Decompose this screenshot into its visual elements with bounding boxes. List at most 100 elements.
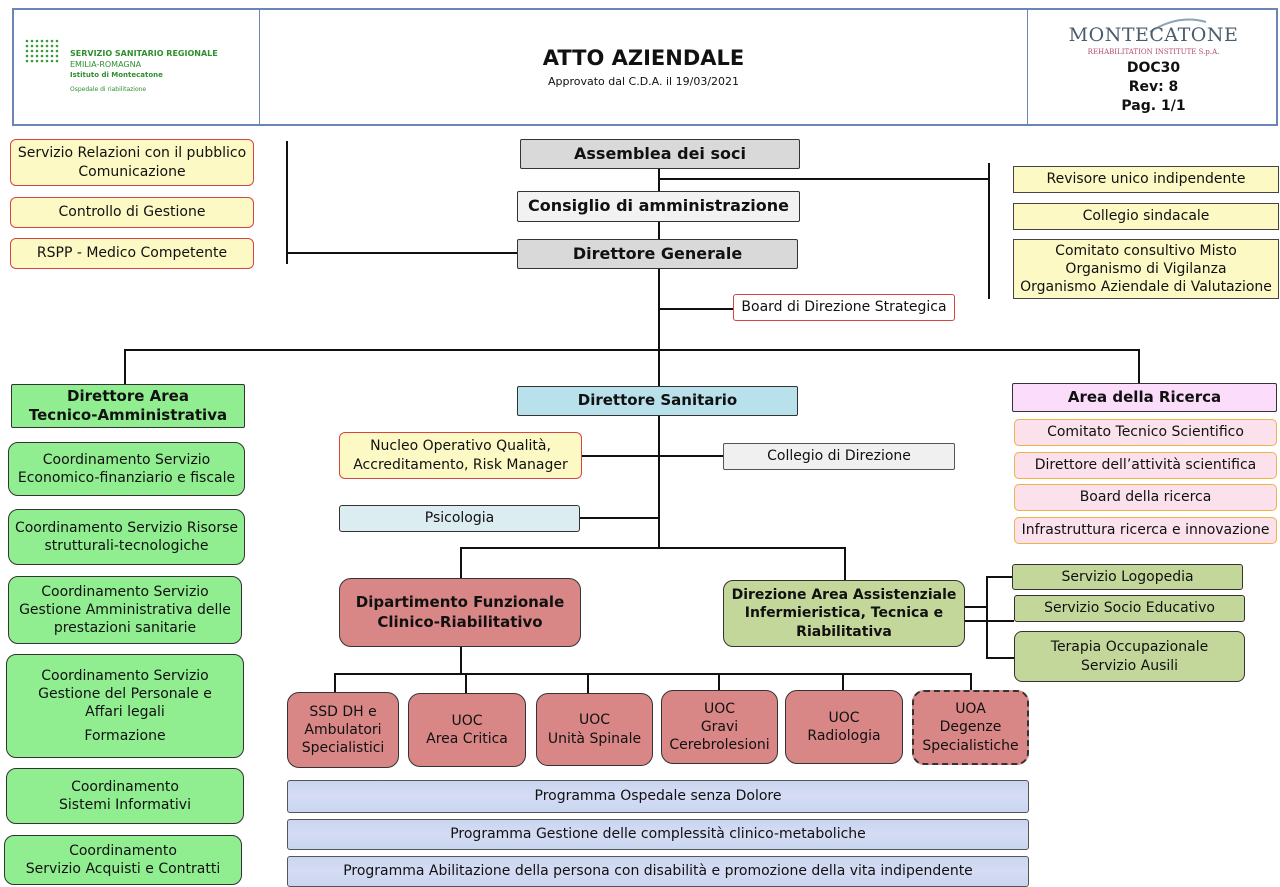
connector <box>124 349 1140 351</box>
logo-line-4: Ospedale di riabilitazione <box>70 86 147 93</box>
logo-line-3: Istituto di Montecatone <box>70 71 163 79</box>
direzione-assistenziale-box: Direzione Area Assistenziale Infermieris… <box>723 580 965 647</box>
ricerca-item: Direttore dell’attività scientifica <box>1014 452 1277 479</box>
consiglio-label: Consiglio di amministrazione <box>527 196 789 216</box>
nucleo-line-1: Nucleo Operativo Qualità, <box>370 438 551 455</box>
ata-item-amministrativa: Coordinamento Servizio Gestione Amminist… <box>8 576 242 644</box>
revision: Rev: 8 <box>1128 79 1179 95</box>
connector <box>658 268 660 388</box>
connector <box>658 221 660 241</box>
programma-complessita: Programma Gestione delle complessità cli… <box>287 819 1029 850</box>
ata-item-line: Coordinamento Servizio <box>41 583 209 600</box>
ata-head-line-2: Tecnico-Amministrativa <box>28 406 228 424</box>
dot-grid-logo-icon <box>25 39 59 63</box>
psicologia-label: Psicologia <box>424 510 495 527</box>
direttore-generale-label: Direttore Generale <box>572 243 743 263</box>
collegio-direzione-label: Collegio di Direzione <box>767 448 911 465</box>
area-ricerca-head: Area della Ricerca <box>1012 383 1277 412</box>
logo-line-1: SERVIZIO SANITARIO REGIONALE <box>70 49 218 58</box>
regional-health-logo: SERVIZIO SANITARIO REGIONALE EMILIA-ROMA… <box>14 10 260 124</box>
connector <box>460 547 462 579</box>
unit-line: Specialistici <box>301 740 385 757</box>
connector <box>970 673 972 691</box>
board-strategica-box: Board di Direzione Strategica <box>733 294 955 321</box>
board-strategica-label: Board di Direzione Strategica <box>741 299 947 316</box>
ricerca-item-label: Comitato Tecnico Scientifico <box>1047 424 1244 441</box>
page-number: Pag. 1/1 <box>1121 98 1186 114</box>
rspp-box: RSPP - Medico Competente <box>10 238 254 269</box>
terapia-line-2: Servizio Ausili <box>1080 657 1179 674</box>
unit-line: Radiologia <box>807 728 881 744</box>
unit-gravi-cerebrolesioni: UOC Gravi Cerebrolesioni <box>661 690 778 764</box>
urp-line-2: Comunicazione <box>78 163 186 180</box>
dipartimento-line-1: Dipartimento Funzionale <box>355 593 565 611</box>
unit-line: Unità Spinale <box>547 730 642 747</box>
montecatone-logo: MONTECATONE <box>1068 24 1239 46</box>
connector <box>986 657 1014 659</box>
unit-line: Gravi <box>700 718 739 735</box>
direzione-assistenziale-line-2: Infermieristica, Tecnica e <box>744 605 944 622</box>
connector <box>334 673 336 693</box>
ata-item-line: Gestione Amministrativa delle <box>19 601 231 618</box>
psicologia-box: Psicologia <box>339 505 580 532</box>
connector <box>658 414 660 548</box>
ata-item-line: prestazioni sanitarie <box>53 620 197 637</box>
ricerca-item-label: Infrastruttura ricerca e innovazione <box>1021 522 1270 539</box>
area-tecnico-amministrativa-head: Direttore Area Tecnico-Amministrativa <box>11 384 245 428</box>
dipartimento-line-2: Clinico-Riabilitativo <box>377 612 543 631</box>
unit-line: Area Critica <box>426 731 508 747</box>
doc-code: DOC30 <box>1126 60 1181 76</box>
comitato-line-1: Comitato consultivo Misto <box>1055 242 1237 259</box>
terapia-line-1: Terapia Occupazionale <box>1050 639 1209 656</box>
ata-item-line: strutturali-tecnologiche <box>44 538 209 554</box>
programma-ospedale-senza-dolore: Programma Ospedale senza Dolore <box>287 780 1029 813</box>
rspp-label: RSPP - Medico Competente <box>36 245 228 262</box>
connector <box>286 141 288 264</box>
area-ricerca-label: Area della Ricerca <box>1067 387 1222 406</box>
collegio-direzione-box: Collegio di Direzione <box>723 443 955 470</box>
ata-item-risorse: Coordinamento Servizio Risorse struttura… <box>8 509 245 565</box>
connector <box>842 673 844 691</box>
programma-label: Programma Abilitazione della persona con… <box>343 863 973 880</box>
ata-item-line: Coordinamento Servizio <box>42 451 211 468</box>
unit-line: UOA <box>955 701 986 718</box>
connector <box>582 455 660 457</box>
nucleo-operativo-box: Nucleo Operativo Qualità, Accreditamento… <box>339 432 582 479</box>
nucleo-line-2: Accreditamento, Risk Manager <box>353 456 568 473</box>
comitato-line-3: Organismo Aziendale di Valutazione <box>1020 279 1272 296</box>
document-info: MONTECATONE REHABILITATION INSTITUTE S.p… <box>1027 10 1278 124</box>
connector <box>460 547 846 549</box>
ata-item-line: Coordinamento Servizio Risorse <box>14 519 239 536</box>
ata-item-acquisti: Coordinamento Servizio Acquisti e Contra… <box>4 835 242 885</box>
programma-label: Programma Ospedale senza Dolore <box>534 788 782 805</box>
connector <box>1138 349 1140 383</box>
connector <box>660 178 990 180</box>
montecatone-swoosh-icon <box>1149 18 1207 33</box>
comitato-box: Comitato consultivo Misto Organismo di V… <box>1013 239 1279 299</box>
page-title: ATTO AZIENDALE <box>542 46 745 70</box>
connector <box>964 606 988 608</box>
unit-line: UOC <box>703 700 736 717</box>
unit-line: UOC <box>828 709 860 726</box>
direttore-generale-box: Direttore Generale <box>517 239 798 269</box>
ricerca-item-label: Direttore dell’attività scientifica <box>1034 457 1257 474</box>
connector <box>286 252 518 254</box>
unit-line: UOC <box>451 712 483 729</box>
logo-line-2: EMILIA-ROMAGNA <box>70 60 142 69</box>
unit-radiologia: UOC Radiologia <box>785 690 903 764</box>
connector <box>587 673 589 693</box>
connector <box>460 646 462 674</box>
urp-box: Servizio Relazioni con il pubblico Comun… <box>10 139 254 186</box>
controllo-gestione-box: Controllo di Gestione <box>10 197 254 228</box>
ata-item-line: Formazione <box>84 728 166 745</box>
revisore-box: Revisore unico indipendente <box>1013 166 1279 193</box>
unit-line: UOC <box>578 712 611 729</box>
ricerca-item-label: Board della ricerca <box>1079 489 1212 506</box>
terapia-occupazionale-box: Terapia Occupazionale Servizio Ausili <box>1014 631 1245 682</box>
ata-head-line-1: Direttore Area <box>67 386 189 405</box>
connector <box>660 308 734 310</box>
direttore-sanitario-box: Direttore Sanitario <box>517 386 798 416</box>
unit-line: Specialistiche <box>922 737 1019 754</box>
connector <box>988 163 990 299</box>
connector <box>986 576 1012 578</box>
